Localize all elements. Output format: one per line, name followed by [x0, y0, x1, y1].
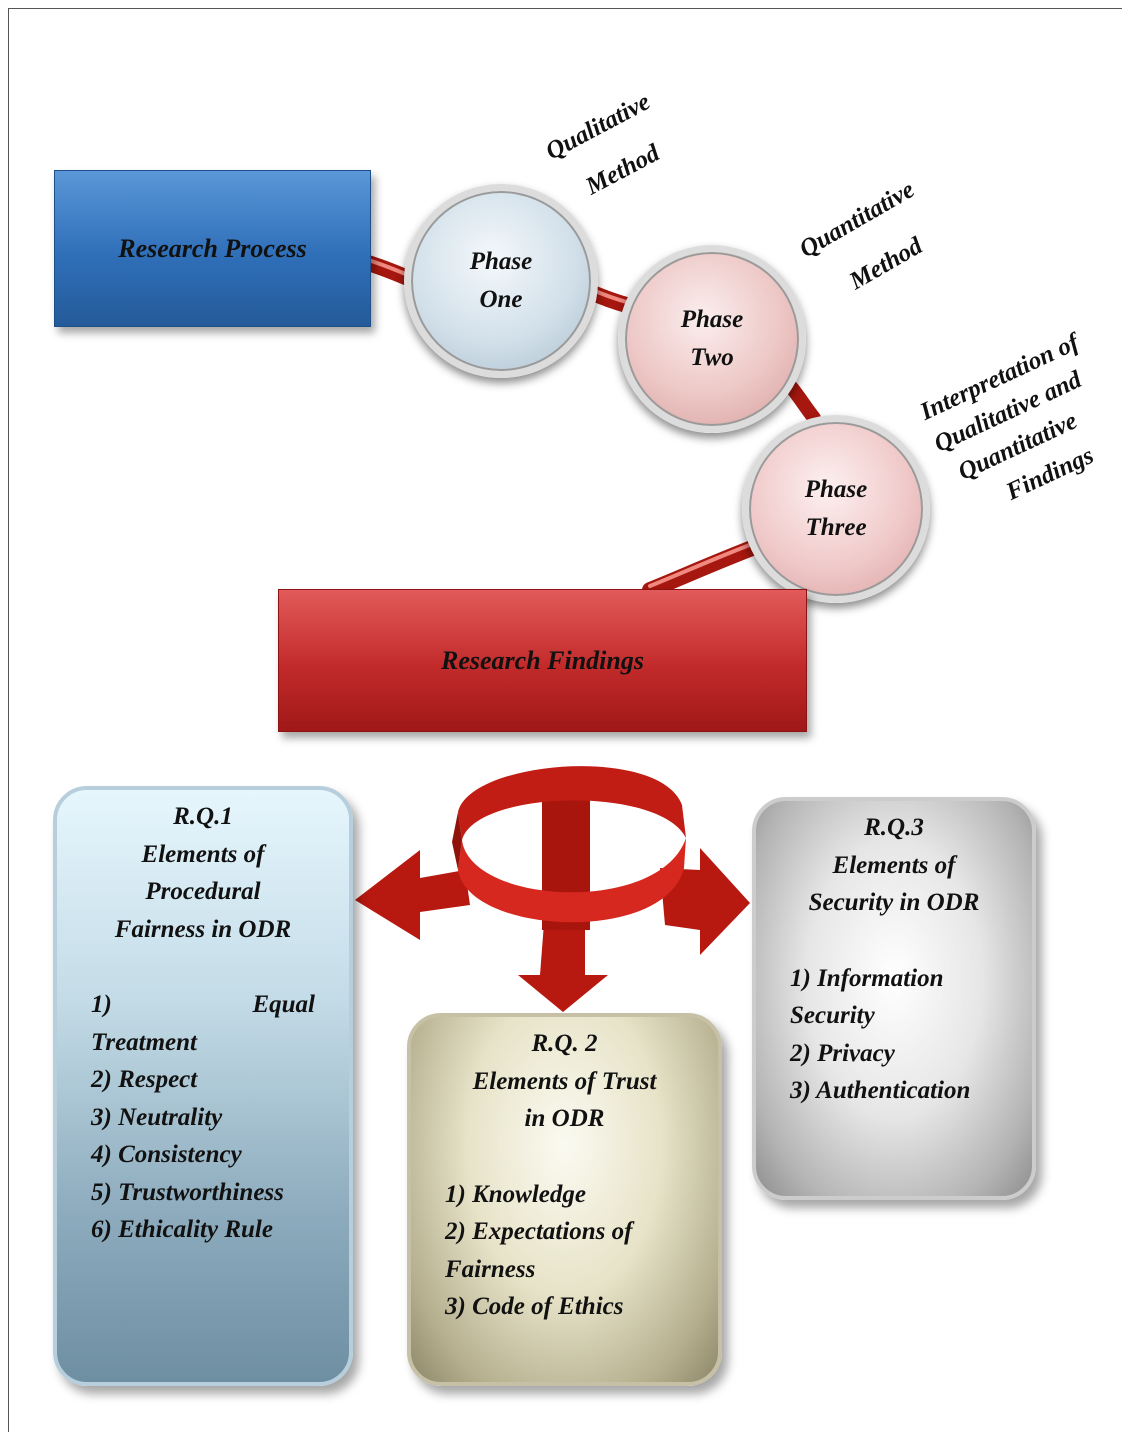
rq1-subtitle-line: Elements of — [141, 840, 265, 868]
rq1-item1-number: 1) — [91, 991, 112, 1018]
rq2-item: 2) Expectations of — [445, 1218, 633, 1245]
phase-one-line1: Phase — [469, 248, 533, 275]
rq1-title: R.Q.1 — [173, 803, 233, 830]
rq3-card: R.Q.3 Elements of Security in ODR 1) Inf… — [752, 797, 1036, 1200]
rq1-item1-word: Equal — [252, 991, 315, 1018]
ribbon-arrows — [355, 766, 750, 1012]
phase-three-line2: Three — [805, 514, 867, 541]
phase-one-circle: Phase One — [404, 184, 598, 378]
phase-two-line1: Phase — [680, 306, 744, 333]
rq3-item: 3) Authentication — [790, 1077, 971, 1104]
rq3-title: R.Q.3 — [864, 814, 924, 841]
page-frame — [8, 8, 1122, 1432]
arrow-right — [660, 848, 750, 955]
arrow-down — [518, 910, 608, 1012]
rq3-item: Security — [790, 1002, 875, 1029]
rq1-item: 4) Consistency — [91, 1141, 242, 1168]
rq1-card: R.Q.1 Elements of Procedural Fairness in… — [53, 786, 353, 1386]
rq1-item1-cont: Treatment — [91, 1028, 198, 1056]
rq1-item: 2) Respect — [91, 1066, 198, 1093]
phase-three-circle: Phase Three — [742, 415, 930, 603]
rq2-title: R.Q. 2 — [531, 1030, 598, 1057]
rq1-item: 3) Neutrality — [91, 1103, 223, 1131]
rq2-subtitle-line: in ODR — [524, 1105, 605, 1132]
phase-two-circle: Phase Two — [618, 245, 806, 433]
arrow-left — [355, 850, 470, 940]
rq2-item: 1) Knowledge — [445, 1180, 586, 1208]
phase-two-line2: Two — [690, 344, 734, 371]
rq2-card: R.Q. 2 Elements of Trust in ODR 1) Knowl… — [407, 1013, 722, 1386]
research-findings-box: Research Findings — [278, 589, 807, 732]
rq1-subtitle-line: Procedural — [145, 878, 261, 905]
rq2-item: Fairness — [445, 1255, 536, 1283]
rq1-item: 5) Trustworthiness — [91, 1178, 284, 1206]
rq1-item: 6) Ethicality Rule — [91, 1216, 273, 1243]
rq2-subtitle-line: Elements of Trust — [472, 1067, 657, 1095]
phase-one-line2: One — [479, 286, 523, 313]
rq1-subtitle-line: Fairness in ODR — [114, 915, 292, 943]
rq1-item: 1) Equal — [57, 986, 349, 1024]
rq3-item: 1) Information — [790, 964, 944, 992]
research-process-label: Research Process — [118, 233, 307, 263]
rq3-subtitle-line: Security in ODR — [808, 889, 980, 916]
rq3-item: 2) Privacy — [790, 1039, 895, 1067]
pipe-phase-three-to-findings — [642, 537, 768, 598]
research-process-box: Research Process — [54, 170, 371, 327]
pipe-phase-two-to-three — [785, 381, 821, 425]
phase-three-line1: Phase — [804, 476, 868, 503]
research-findings-label: Research Findings — [441, 645, 644, 675]
rq2-item: 3) Code of Ethics — [445, 1293, 624, 1320]
rq3-subtitle-line: Elements of — [832, 851, 956, 879]
